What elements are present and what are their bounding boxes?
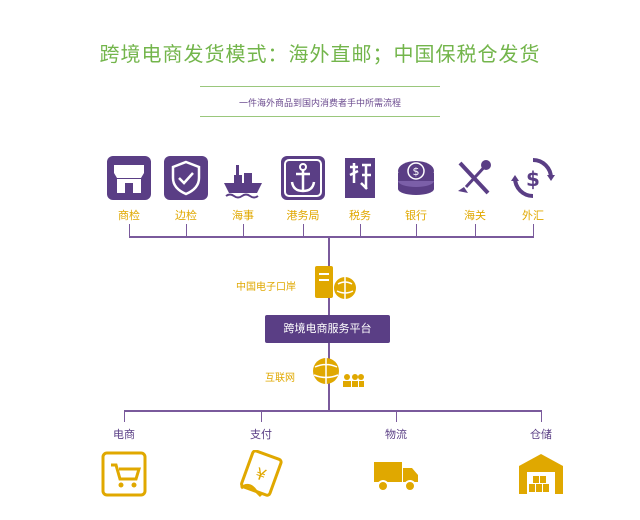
delivery-truck-icon <box>374 462 418 492</box>
shopping-cart-icon <box>101 451 147 497</box>
connector <box>124 410 125 422</box>
svg-text:¥: ¥ <box>253 464 269 485</box>
channel-label-1: 支付 <box>250 428 272 441</box>
warehouse-icon <box>519 454 563 494</box>
shield-check-icon <box>164 156 208 200</box>
title-divider-top <box>200 86 440 87</box>
connector <box>261 410 262 422</box>
top-bus-line <box>129 236 534 238</box>
connector <box>129 224 130 236</box>
connector <box>360 224 361 236</box>
connector <box>475 224 476 236</box>
title-divider-bottom <box>200 116 440 117</box>
coin-stack-icon: $ <box>398 161 434 195</box>
bottom-bus-line <box>124 410 542 412</box>
eport-label: 中国电子口岸 <box>236 282 296 293</box>
connector <box>186 224 187 236</box>
connector <box>396 410 397 422</box>
storefront-icon <box>107 156 151 200</box>
tax-seal-icon <box>345 158 375 198</box>
connector <box>533 224 534 236</box>
customs-emblem-icon <box>458 160 491 195</box>
platform-box: 跨境电商服务平台 <box>265 315 390 343</box>
channel-label-0: 电商 <box>113 428 135 441</box>
anchor-icon <box>281 156 325 200</box>
agency-label-7: 外汇 <box>522 209 544 222</box>
agency-label-4: 税务 <box>349 209 371 222</box>
agency-label-0: 商检 <box>118 209 140 222</box>
connector <box>416 224 417 236</box>
agency-label-3: 港务局 <box>286 209 320 222</box>
internet-label: 互联网 <box>265 373 295 384</box>
agency-label-6: 海关 <box>464 209 486 222</box>
globe-network-icon <box>313 358 364 387</box>
ship-icon <box>224 165 262 199</box>
connector <box>303 224 304 236</box>
channel-label-2: 物流 <box>385 428 407 441</box>
currency-exchange-icon: $ <box>511 158 555 198</box>
diagram-subtitle: 一件海外商品到国内消费者手中所需流程 <box>238 99 401 109</box>
svg-text:$: $ <box>526 167 540 191</box>
agency-label-2: 海事 <box>232 209 254 222</box>
agency-label-5: 银行 <box>405 209 427 222</box>
channel-label-3: 仓储 <box>530 428 552 441</box>
svg-text:$: $ <box>413 165 420 178</box>
payment-card-icon: ¥ <box>240 450 283 498</box>
diagram-title: 跨境电商发货模式：海外直邮；中国保税仓发货 <box>99 42 541 66</box>
server-globe-icon <box>315 266 356 299</box>
connector <box>243 224 244 236</box>
agency-label-1: 边检 <box>175 209 197 222</box>
connector <box>541 410 542 422</box>
